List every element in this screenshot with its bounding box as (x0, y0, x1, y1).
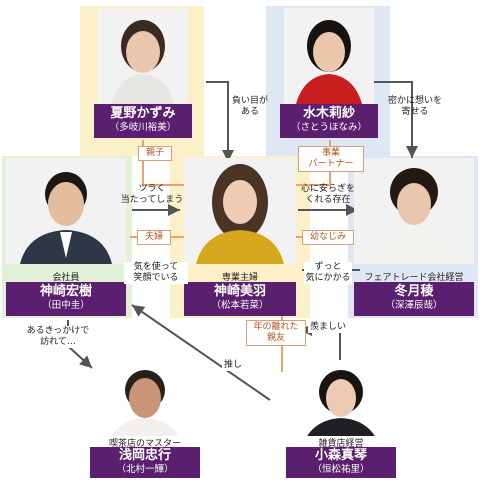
photo-kanzaki-h (6, 158, 126, 264)
label-natsuno: 夏野かずみ （多岐川裕美） (94, 104, 192, 138)
rel-oime: 負い目が ある (232, 96, 269, 117)
actor-natsuno: （多岐川裕美） (109, 122, 177, 133)
name-mizuki: 水木莉紗 (302, 106, 355, 121)
name-natsuno: 夏野かずみ (110, 106, 176, 121)
rel-kokoro: 心に安らぎを くれる存在 (300, 184, 355, 205)
tag-jigyo: 事業 パートナー (298, 146, 364, 172)
rel-kiwo: 気を使って 笑顔でいる (124, 262, 188, 284)
photo-fuyutsuki (354, 158, 474, 264)
role-kanzaki-m: 専業主婦 (221, 273, 258, 283)
photo-kanzaki-m (184, 158, 296, 264)
arrow-hisoka (374, 81, 418, 158)
label-komori: 小森真琴 （恒松祐里） (286, 447, 396, 478)
label-fuyutsuki: 冬月稜 （深澤辰哉） (354, 282, 474, 316)
rel-hisoka: 密かに想いを 寄せる (388, 96, 443, 117)
actor-komori: （恒松祐里） (312, 464, 370, 475)
arrow-oime (206, 81, 234, 162)
name-kanzaki-m: 神崎美羽 (213, 284, 266, 299)
rel-urayama: 羨ましい (308, 322, 348, 333)
role-komori: 雑貨店経営 (286, 436, 396, 449)
tag-oyako: 親子 (138, 146, 172, 161)
rel-zutto: ずっと 気にかかる (304, 262, 352, 284)
actor-mizuki: （さとうほなみ） (290, 122, 367, 133)
photo-natsuno (98, 8, 188, 104)
name-komori: 小森真琴 (314, 448, 367, 463)
photo-komori (292, 360, 390, 448)
actor-kanzaki-h: （田中圭） (42, 300, 90, 311)
name-asaoka: 浅岡忠行 (118, 448, 171, 463)
label-mizuki: 水木莉紗 （さとうほなみ） (280, 104, 378, 138)
name-kanzaki-h: 神崎宏樹 (39, 284, 92, 299)
actor-kanzaki-m: （松本若菜） (211, 300, 269, 311)
photo-mizuki (284, 8, 374, 104)
name-fuyutsuki: 冬月稜 (394, 284, 434, 299)
tag-osananajimi: 幼なじみ (302, 230, 354, 245)
photo-asaoka (96, 360, 194, 448)
role-kanzaki-h: 会社員 (52, 273, 80, 283)
tag-fufu: 夫婦 (137, 230, 171, 245)
rel-tsuraku: ツラく 当たってしまう (120, 184, 184, 205)
role-asaoka: 喫茶店のマスター (90, 436, 200, 449)
label-kanzaki-h: 神崎宏樹 （田中圭） (6, 282, 126, 316)
arrow-oshi (131, 304, 271, 401)
label-asaoka: 浅岡忠行 （北村一輝） (90, 447, 200, 478)
role-fuyutsuki: フェアトレード会社経営 (364, 273, 464, 283)
rel-oshi: 推し (222, 360, 244, 371)
tag-shinyu: 年の離れた 親友 (246, 320, 306, 346)
label-kanzaki-m: 神崎美羽 （松本若菜） (184, 282, 296, 316)
rel-aru: あるきっかけで 訪れて… (18, 326, 98, 348)
actor-asaoka: （北村一輝） (116, 464, 174, 475)
actor-fuyutsuki: （深澤辰哉） (385, 300, 443, 311)
